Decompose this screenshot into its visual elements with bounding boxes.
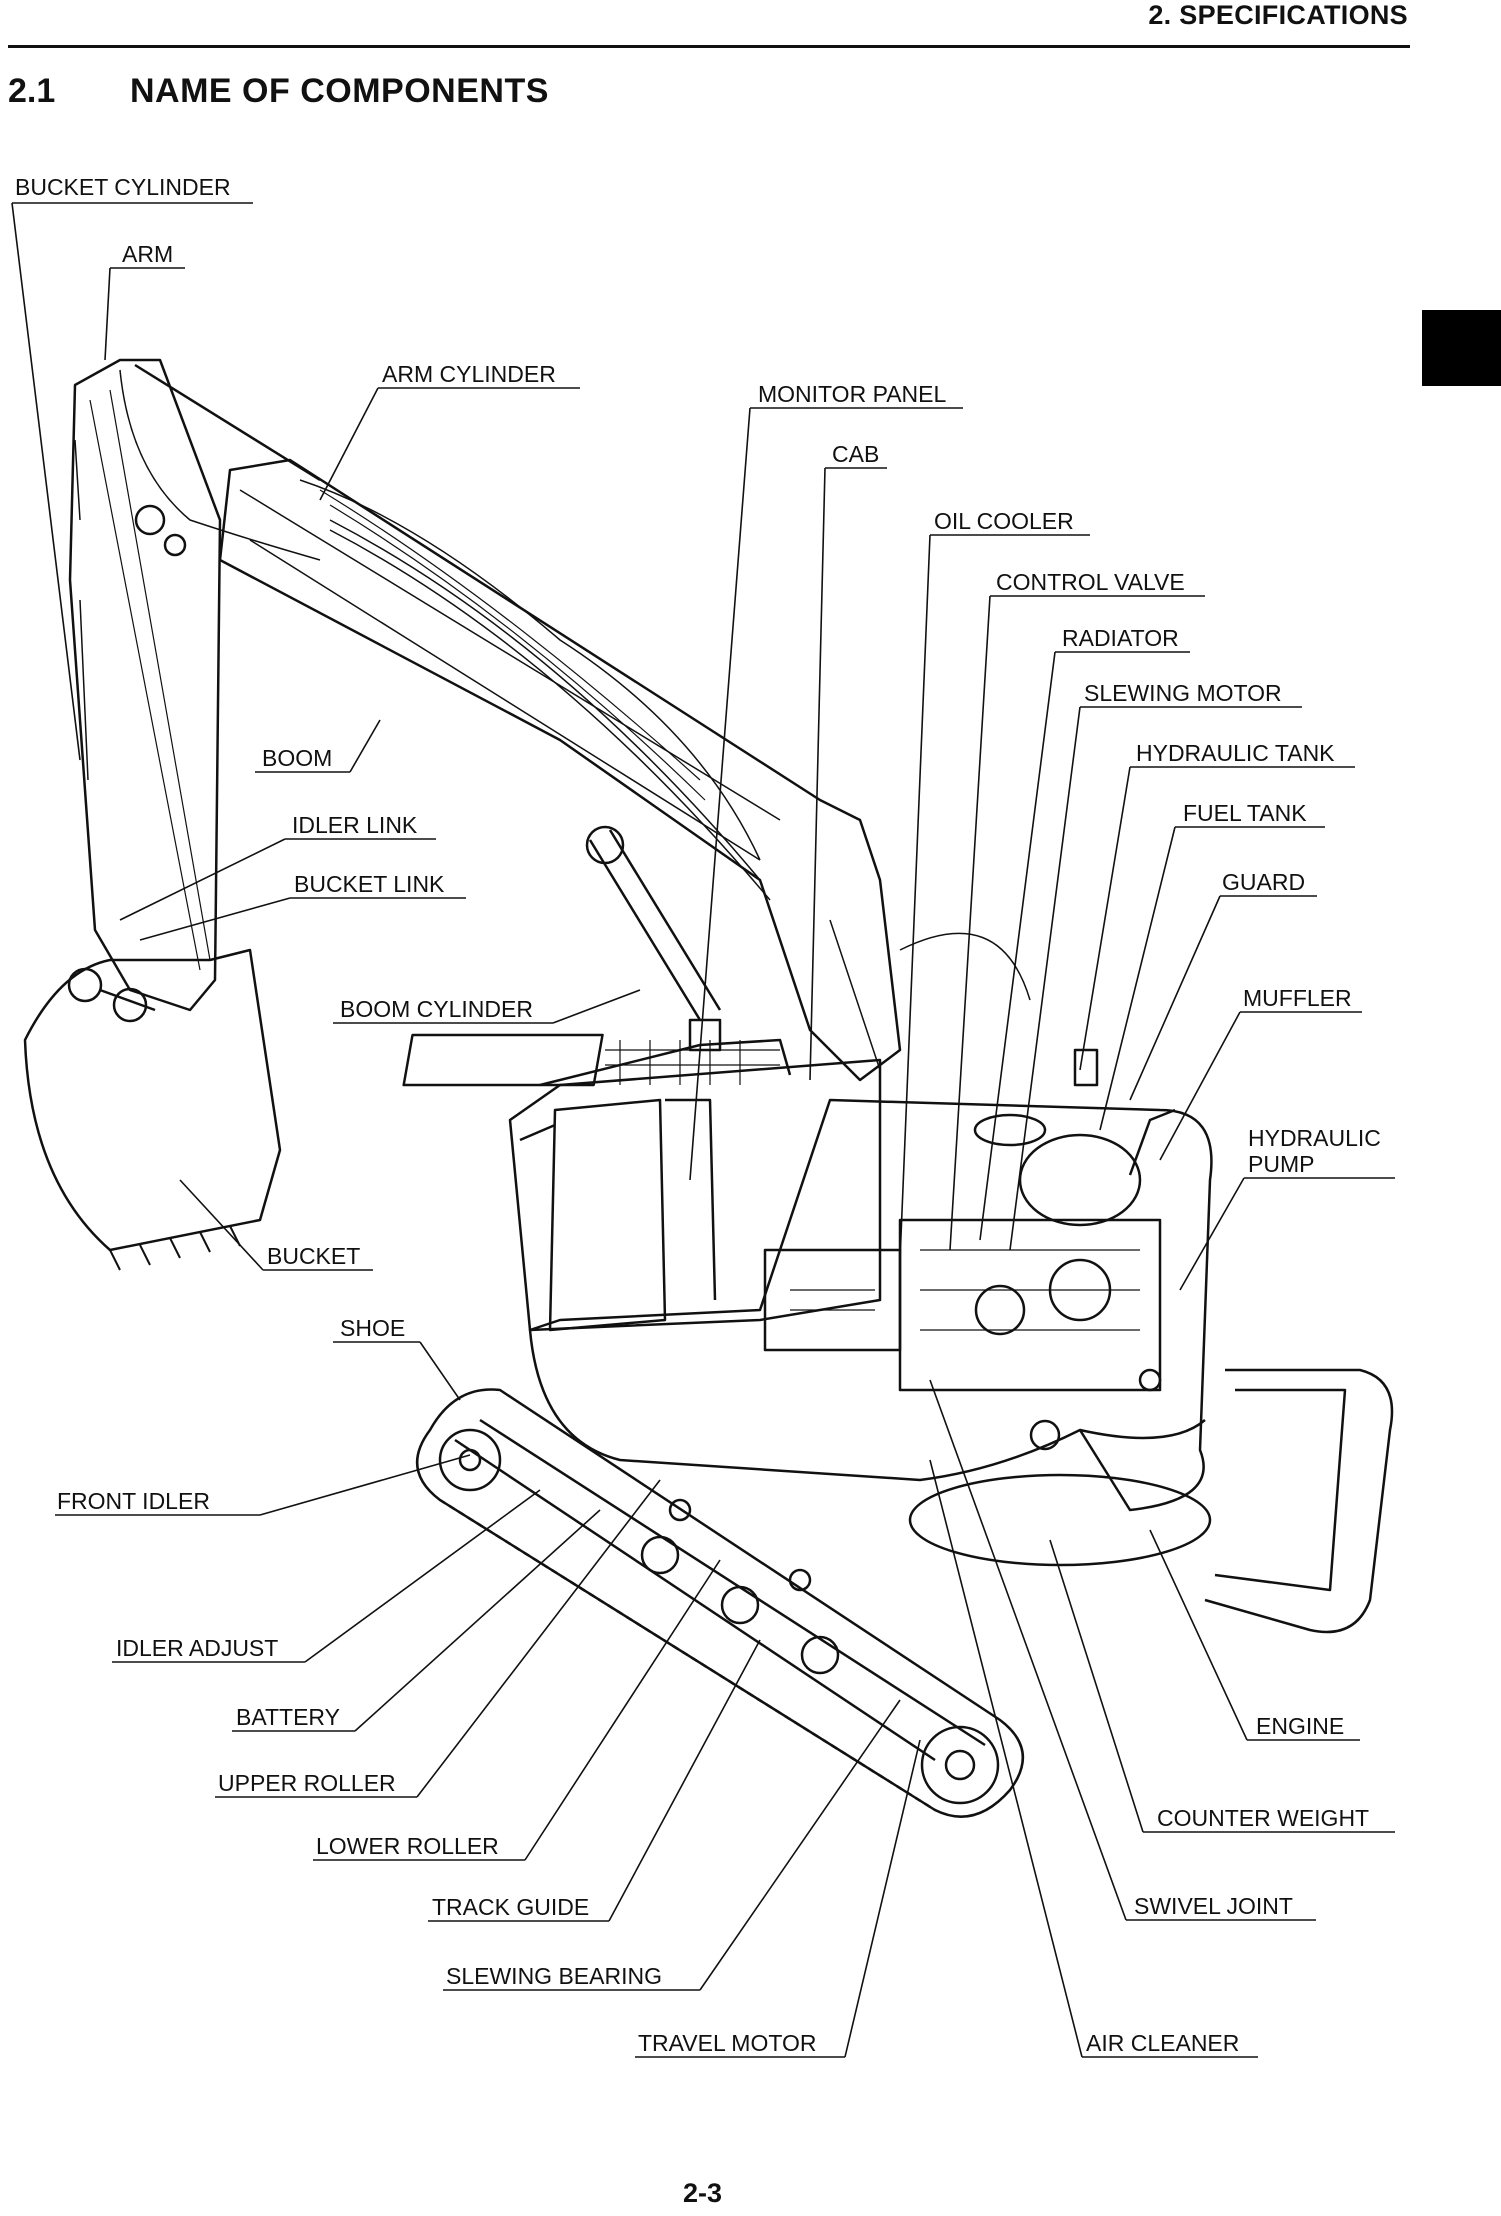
label-idler-link: IDLER LINK: [292, 812, 418, 838]
boom-structure: [218, 458, 902, 1082]
leader-lines: [11, 202, 1395, 2058]
excavator-illustration: [23, 358, 1394, 1818]
label-hydraulic: HYDRAULIC: [1248, 1125, 1381, 1151]
label-bucket: BUCKET: [267, 1243, 360, 1269]
engine-compartment: [763, 1048, 1176, 1392]
label-front-idler: FRONT IDLER: [57, 1488, 210, 1514]
label-oil-cooler: OIL COOLER: [934, 508, 1074, 534]
label-arm-cylinder: ARM CYLINDER: [382, 361, 556, 387]
label-slewing-bearing: SLEWING BEARING: [446, 1963, 662, 1989]
page-number: 2-3: [683, 2178, 723, 2208]
label-upper-roller: UPPER ROLLER: [218, 1770, 396, 1796]
label-bucket-link: BUCKET LINK: [294, 871, 445, 897]
label-control-valve: CONTROL VALVE: [996, 569, 1185, 595]
label-battery: BATTERY: [236, 1704, 340, 1730]
section-title: NAME OF COMPONENTS: [130, 72, 549, 110]
label-boom-cylinder: BOOM CYLINDER: [340, 996, 533, 1022]
label-air-cleaner: AIR CLEANER: [1086, 2030, 1239, 2056]
callout-labels: BUCKET CYLINDER ARM ARM CYLINDER MONITOR…: [15, 174, 1381, 2056]
hydraulic-lines: [329, 519, 1031, 1071]
cab-structure: [402, 1033, 882, 1332]
label-slewing-motor: SLEWING MOTOR: [1084, 680, 1282, 706]
label-muffler: MUFFLER: [1243, 985, 1352, 1011]
chapter-tab-marker: [1422, 310, 1501, 386]
label-shoe: SHOE: [340, 1315, 405, 1341]
label-guard: GUARD: [1222, 869, 1305, 895]
label-bucket-cylinder: BUCKET CYLINDER: [15, 174, 231, 200]
section-number: 2.1: [8, 72, 56, 110]
label-swivel-joint: SWIVEL JOINT: [1134, 1893, 1293, 1919]
left-track: [415, 1388, 1025, 1818]
label-cab: CAB: [832, 441, 879, 467]
label-arm: ARM: [122, 241, 173, 267]
label-fuel-tank: FUEL TANK: [1183, 800, 1307, 826]
label-track-guide: TRACK GUIDE: [432, 1894, 589, 1920]
label-hydraulic-tank: HYDRAULIC TANK: [1136, 740, 1335, 766]
label-lower-roller: LOWER ROLLER: [316, 1833, 499, 1859]
label-idler-adjust: IDLER ADJUST: [116, 1635, 278, 1661]
bucket-structure: [23, 948, 282, 1271]
label-travel-motor: TRAVEL MOTOR: [638, 2030, 817, 2056]
label-pump: PUMP: [1248, 1151, 1314, 1177]
right-track: [1204, 1368, 1394, 1634]
label-radiator: RADIATOR: [1062, 625, 1179, 651]
label-boom: BOOM: [262, 745, 332, 771]
arm-structure: [68, 358, 321, 1012]
label-engine: ENGINE: [1256, 1713, 1344, 1739]
label-counter-weight: COUNTER WEIGHT: [1157, 1805, 1369, 1831]
header-rule: [8, 45, 1410, 48]
label-monitor-panel: MONITOR PANEL: [758, 381, 946, 407]
upper-structure: [528, 1098, 1213, 1567]
chapter-header: 2. SPECIFICATIONS: [1148, 0, 1408, 30]
